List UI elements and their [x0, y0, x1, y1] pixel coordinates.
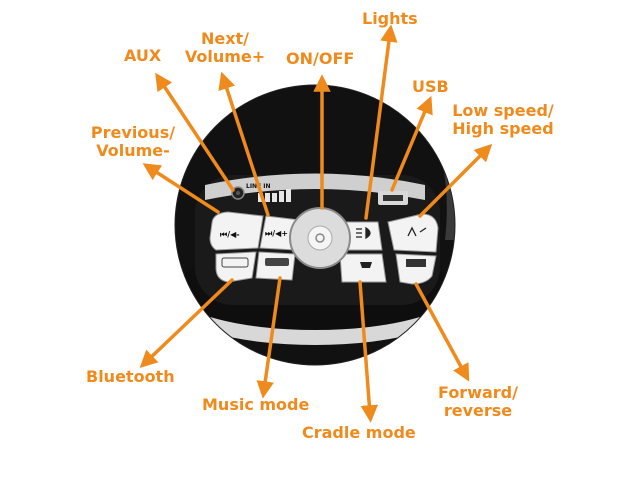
speed-icon	[407, 226, 427, 237]
arrow-usb	[390, 95, 433, 192]
previous-button[interactable]	[209, 211, 264, 251]
usb-port	[378, 191, 408, 205]
lights-icon	[356, 226, 371, 240]
forward-reverse-icon	[406, 259, 426, 267]
cradle-icon	[360, 262, 372, 268]
arrow-forward	[414, 282, 470, 382]
label-next-line1: Next/	[200, 29, 250, 48]
arrow-lights	[364, 24, 398, 220]
music-mode-icon	[265, 258, 289, 266]
label-previous: Previous/ Volume-	[78, 124, 188, 160]
label-bluetooth: Bluetooth	[86, 367, 175, 386]
callout-arrows	[139, 24, 493, 423]
label-aux: AUX	[124, 46, 162, 65]
arrow-next	[218, 71, 270, 217]
label-forward-line2: reverse	[443, 401, 513, 420]
label-music-mode: Music mode	[202, 395, 310, 414]
bluetooth-icon	[221, 257, 249, 268]
label-previous-line1: Previous/	[90, 123, 176, 142]
arrow-cradle	[358, 280, 379, 423]
arrow-music	[256, 276, 282, 399]
next-icon: ⏭/◀+	[265, 229, 288, 238]
label-previous-line2: Volume-	[96, 141, 170, 160]
label-cradle-mode: Cradle mode	[302, 423, 416, 442]
button-glyphs: ⏮/◀- ⏭/◀+	[220, 226, 427, 268]
label-next: Next/ Volume+	[180, 30, 270, 66]
previous-icon: ⏮/◀-	[220, 230, 240, 239]
label-lights: Lights	[362, 9, 418, 28]
arrow-speed	[418, 143, 493, 218]
arrow-aux	[155, 72, 235, 192]
label-onoff: ON/OFF	[286, 49, 355, 68]
label-forward-line1: Forward/	[438, 383, 518, 402]
label-speed-line2: High speed	[452, 119, 554, 138]
power-button-center-icon	[315, 233, 325, 243]
label-next-line2: Volume+	[184, 47, 266, 66]
label-speed: Low speed/ High speed	[448, 102, 558, 138]
label-usb: USB	[412, 77, 449, 96]
arrow-previous	[142, 163, 220, 214]
arrow-bluetooth	[139, 278, 234, 369]
label-speed-line1: Low speed/	[452, 101, 554, 120]
label-forward-reverse: Forward/ reverse	[428, 384, 528, 420]
